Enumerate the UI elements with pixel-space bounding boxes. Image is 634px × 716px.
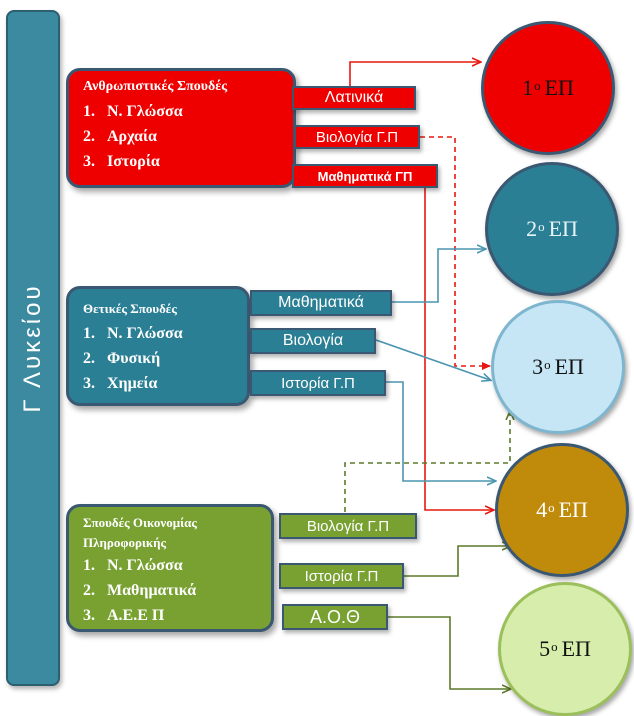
group-humanities: Ανθρωπιστικές Σπουδές 1.Ν. Γλώσσα 2.Αρχα… bbox=[66, 68, 296, 188]
group-humanities-list: 1.Ν. Γλώσσα 2.Αρχαία 3.Ιστορία bbox=[83, 99, 183, 174]
arrow-biology-gp-green-to-field3 bbox=[344, 412, 510, 512]
tag-latin: Λατινικά bbox=[292, 86, 416, 110]
group-sciences-list: 1.Ν. Γλώσσα 2.Φυσική 3.Χημεία bbox=[83, 321, 183, 396]
list-item: 3.Ιστορία bbox=[83, 153, 160, 170]
tag-biology-gp-red: Βιολογία Γ.Π bbox=[294, 125, 420, 149]
tag-history-gp-green: Ιστορία Γ.Π bbox=[279, 563, 404, 589]
list-item: 1.Ν. Γλώσσα bbox=[83, 325, 183, 342]
list-item: 1.Ν. Γλώσσα bbox=[83, 103, 183, 120]
tag-math-blue: Μαθηματικά bbox=[250, 290, 392, 316]
arrow-history-gp-green-to-field4 bbox=[404, 546, 510, 577]
arrow-history-gp-blue-to-field4 bbox=[386, 381, 495, 481]
group-sciences: Θετικές Σπουδές 1.Ν. Γλώσσα 2.Φυσική 3.Χ… bbox=[66, 286, 250, 406]
tag-history-gp-blue: Ιστορία Γ.Π bbox=[250, 370, 386, 396]
tag-math-gp-red: Μαθηματικά ΓΠ bbox=[292, 164, 438, 188]
list-item: 2.Αρχαία bbox=[83, 128, 157, 145]
arrow-biology-blue-to-field3 bbox=[375, 339, 490, 380]
group-economics-title-line1: Σπουδές Οικονομίας bbox=[83, 515, 197, 530]
arrow-biology-gp-red-to-field3 bbox=[420, 136, 491, 370]
arrow-math-gp-red-to-field4 bbox=[424, 186, 493, 510]
group-economics-list: 1.Ν. Γλώσσα 2.Μαθηματικά 3.Α.Ε.Ε Π bbox=[83, 553, 196, 628]
tag-biology-gp-green: Βιολογία Γ.Π bbox=[279, 513, 417, 539]
group-economics: Σπουδές Οικονομίας Πληροφορικής 1.Ν. Γλώ… bbox=[66, 504, 274, 632]
group-sciences-title: Θετικές Σπουδές bbox=[83, 301, 177, 316]
list-item: 2.Φυσική bbox=[83, 350, 161, 367]
list-item: 3.Α.Ε.Ε Π bbox=[83, 607, 165, 624]
group-economics-title-line2: Πληροφορικής bbox=[83, 535, 167, 550]
arrow-math-blue-to-field2 bbox=[392, 249, 485, 303]
arrow-aoth-to-field5 bbox=[388, 616, 510, 689]
tag-aoth-green: Α.Ο.Θ bbox=[282, 604, 388, 630]
tag-biology-blue: Βιολογία bbox=[250, 328, 376, 354]
list-item: 1.Ν. Γλώσσα bbox=[83, 557, 183, 574]
group-humanities-title: Ανθρωπιστικές Σπουδές bbox=[83, 79, 228, 94]
arrow-latin-to-field1 bbox=[349, 62, 480, 87]
list-item: 3.Χημεία bbox=[83, 375, 158, 392]
list-item: 2.Μαθηματικά bbox=[83, 582, 197, 599]
sidebar-label: Γ Λυκείου bbox=[19, 283, 46, 413]
sidebar-bar: Γ Λυκείου bbox=[6, 10, 60, 686]
